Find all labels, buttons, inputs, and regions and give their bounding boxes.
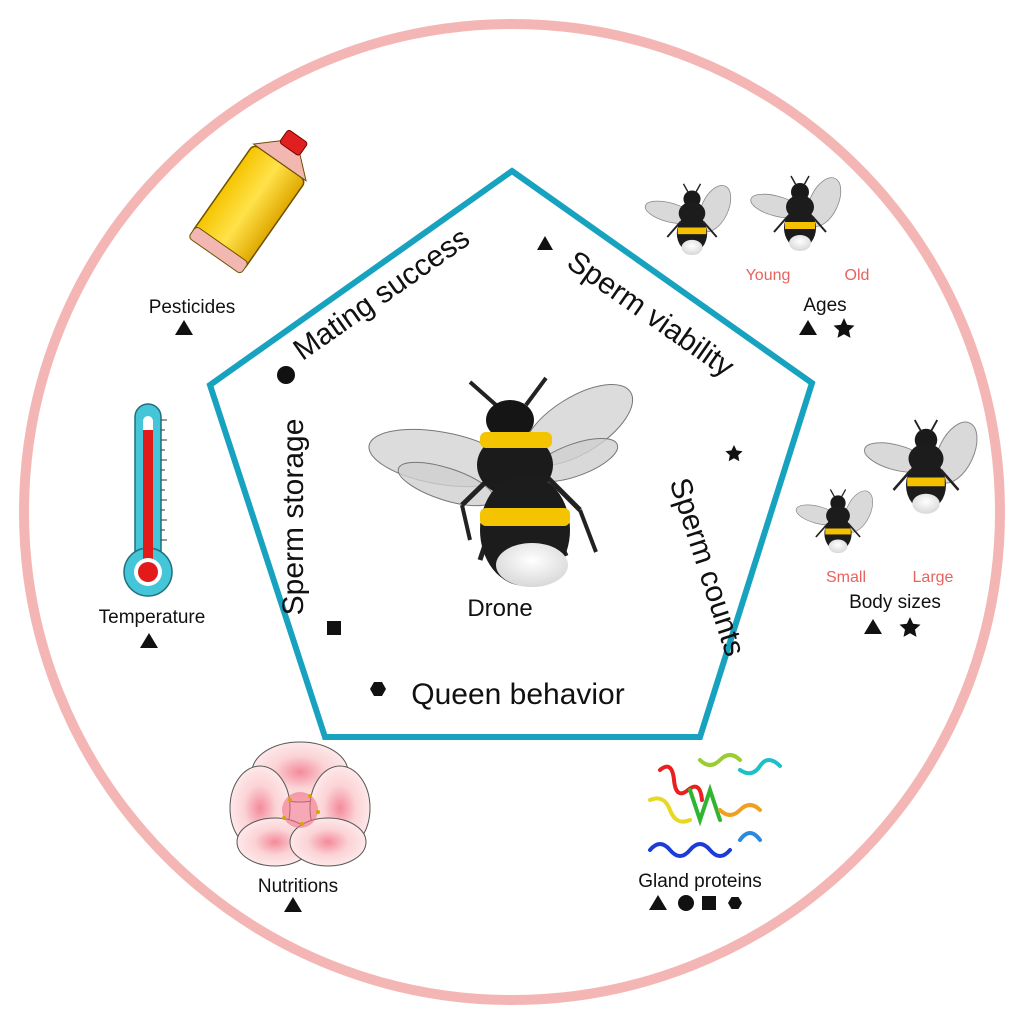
pesticides-label: Pesticides [149,297,236,318]
hexagon-marker [728,897,742,909]
square-marker [702,896,716,910]
small-label: Small [826,569,866,586]
ages-label: Ages [803,295,846,316]
young-label: Young [746,267,791,284]
thermometer-icon [123,403,173,597]
triangle-marker [284,897,302,912]
star-marker [725,445,743,462]
outer-ring [19,19,1005,1005]
svg-text:Sperm storage: Sperm storage [277,419,310,616]
small-bee-icon [793,485,880,555]
hexagon-marker [370,682,386,696]
pentagon-frame [206,167,816,740]
large-bee-icon [860,414,987,515]
triangle-marker [799,320,817,335]
protein-structure-icon [648,753,782,858]
pesticide-bottle-icon [189,129,308,274]
drone-bee-illustration [368,376,634,587]
circle-marker [678,895,694,911]
label-sperm-storage: Sperm storage [277,419,310,616]
triangle-marker [537,236,553,250]
star-marker [833,318,855,338]
triangle-marker [649,895,667,910]
drone-label: Drone [467,595,532,622]
nutritions-label: Nutritions [258,876,338,897]
star-marker [899,617,921,637]
old-label: Old [845,267,870,284]
svg-text:Sperm counts: Sperm counts [663,474,752,660]
large-label: Large [913,569,954,586]
square-marker [327,621,341,635]
label-queen-behavior: Queen behavior [411,678,625,711]
old-bee-icon [747,171,849,252]
svg-text:Mating success: Mating success [287,221,475,367]
triangle-marker [864,619,882,634]
label-mating-success: Mating success [287,221,475,367]
circle-marker [277,366,295,384]
temperature-label: Temperature [99,607,206,628]
body-sizes-label: Body sizes [849,592,941,613]
triangle-marker [140,633,158,648]
young-bee-icon [641,179,739,257]
triangle-marker [175,320,193,335]
gland-proteins-label: Gland proteins [638,871,762,892]
flower-icon [229,741,371,867]
label-sperm-counts: Sperm counts [663,474,752,660]
